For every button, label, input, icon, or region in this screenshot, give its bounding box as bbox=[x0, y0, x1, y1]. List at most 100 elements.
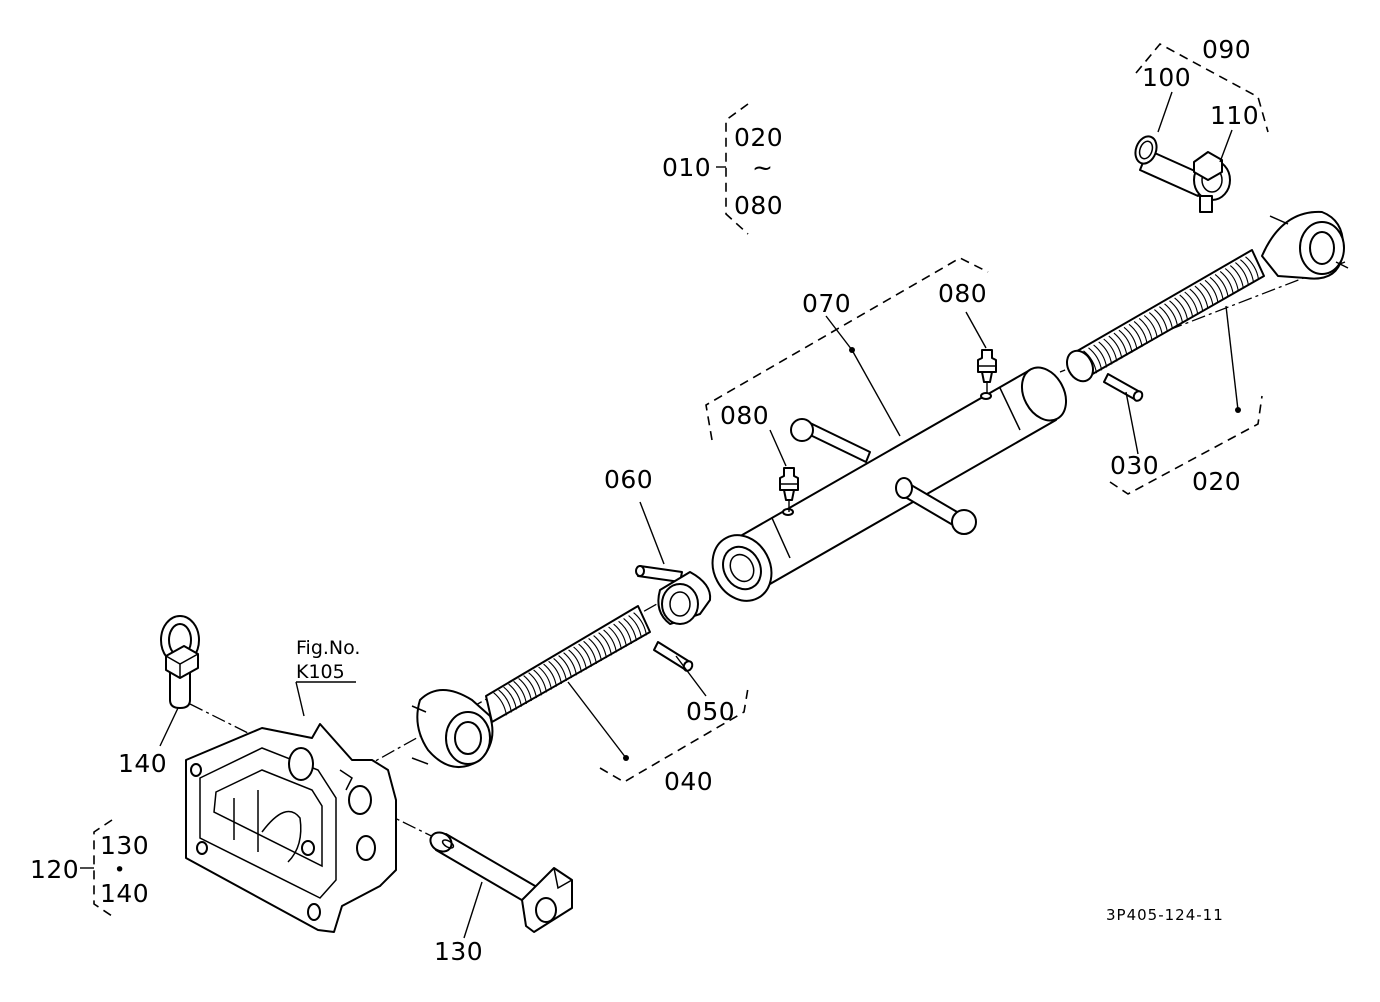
label-020: 020 bbox=[1192, 467, 1241, 496]
thread-ridge bbox=[578, 643, 592, 667]
thread-ridge bbox=[543, 663, 557, 687]
thread-ridge bbox=[618, 620, 632, 644]
label-120: 120 bbox=[30, 855, 79, 884]
thread-ridge bbox=[1113, 332, 1128, 356]
part-labels: 010 020 ~ 080 090 100 110 070 080 080 03… bbox=[30, 35, 1259, 966]
lynch-pin-140 bbox=[160, 615, 200, 709]
thread-ridge bbox=[538, 666, 552, 690]
thread-ridge bbox=[628, 615, 642, 639]
thread-ridge bbox=[498, 689, 512, 713]
thread-ridge bbox=[1214, 273, 1229, 297]
label-130: 130 bbox=[434, 937, 483, 966]
thread-ridge bbox=[608, 626, 622, 650]
thread-ridge bbox=[1245, 256, 1260, 280]
thread-ridge bbox=[1133, 320, 1148, 344]
thread-ridge bbox=[1194, 285, 1209, 309]
thread-ridge bbox=[1189, 288, 1204, 312]
thread-ridge bbox=[548, 660, 562, 684]
thread-ridge bbox=[1083, 350, 1098, 374]
clip-110 bbox=[1193, 151, 1231, 213]
thread-ridge bbox=[553, 657, 567, 682]
thread-ridge bbox=[1240, 259, 1255, 283]
thread-ridge bbox=[623, 617, 637, 642]
label-fig-no: Fig.No. bbox=[296, 637, 360, 659]
thread-ridge bbox=[1088, 347, 1103, 371]
label-050: 050 bbox=[686, 697, 735, 726]
label-fig-ref: K105 bbox=[296, 661, 345, 683]
label-080-range-end: 080 bbox=[734, 191, 783, 220]
label-140-range-end: 140 bbox=[100, 879, 149, 908]
thread-ridge bbox=[568, 649, 582, 673]
label-070: 070 bbox=[802, 289, 851, 318]
thread-ridge bbox=[1164, 303, 1179, 327]
thread-ridge bbox=[633, 612, 647, 636]
thread-ridge bbox=[1103, 338, 1118, 362]
thread-ridge bbox=[1098, 341, 1113, 365]
pin-060 bbox=[635, 565, 683, 583]
thread-ridge bbox=[1179, 294, 1194, 318]
pin-030 bbox=[1103, 373, 1144, 402]
thread-ridge bbox=[1209, 276, 1224, 300]
thread-ridge bbox=[1093, 344, 1108, 368]
thread-ridge bbox=[1224, 268, 1239, 292]
thread-ridge bbox=[1118, 329, 1133, 353]
thread-ridge bbox=[1219, 270, 1234, 294]
thread-ridge bbox=[593, 635, 607, 659]
label-080-right: 080 bbox=[938, 279, 987, 308]
thread-ridge bbox=[1174, 297, 1189, 321]
leader-lines bbox=[80, 91, 1241, 939]
label-080-left: 080 bbox=[720, 401, 769, 430]
label-060: 060 bbox=[604, 465, 653, 494]
thread-ridge bbox=[513, 680, 527, 704]
thread-ridge bbox=[1148, 312, 1163, 336]
thread-ridge bbox=[573, 646, 587, 670]
thread-ridge bbox=[523, 675, 537, 699]
label-040: 040 bbox=[664, 767, 713, 796]
thread-ridge bbox=[1138, 317, 1153, 341]
thread-ridge bbox=[603, 629, 617, 653]
drawing-code: 3P405-124-11 bbox=[1106, 906, 1224, 924]
rod-end-040 bbox=[411, 605, 651, 768]
thread-ridge bbox=[1123, 326, 1138, 350]
thread-ridge bbox=[1143, 315, 1158, 339]
grease-nipple-080-right bbox=[977, 349, 997, 394]
thread-ridge bbox=[558, 655, 572, 679]
thread-ridge bbox=[1169, 300, 1184, 324]
thread-ridge bbox=[493, 692, 507, 716]
label-130-range-start: 130 bbox=[100, 831, 149, 860]
thread-ridge bbox=[1235, 262, 1249, 286]
thread-ridge bbox=[1128, 323, 1143, 347]
thread-ridge bbox=[583, 640, 597, 664]
label-range-dot: • bbox=[114, 859, 125, 881]
thread-ridge bbox=[563, 652, 577, 676]
thread-ridge bbox=[1229, 265, 1244, 289]
label-100: 100 bbox=[1142, 63, 1191, 92]
mounting-bracket bbox=[185, 723, 397, 933]
label-020-range-start: 020 bbox=[734, 123, 783, 152]
thread-ridge bbox=[588, 637, 602, 662]
thread-ridge bbox=[503, 686, 517, 710]
thread-ridge bbox=[1154, 309, 1168, 333]
thread-ridge bbox=[1204, 279, 1219, 303]
thread-ridge bbox=[1159, 306, 1174, 330]
label-030: 030 bbox=[1110, 451, 1159, 480]
pin-130 bbox=[429, 831, 573, 933]
thread-ridge bbox=[1108, 335, 1123, 359]
pin-050 bbox=[653, 641, 694, 672]
thread-ridge bbox=[508, 683, 522, 707]
nut-060 bbox=[657, 571, 712, 625]
grease-nipple-080-left bbox=[779, 467, 799, 512]
thread-ridge bbox=[533, 669, 547, 693]
thread-ridge bbox=[613, 623, 627, 647]
label-090: 090 bbox=[1202, 35, 1251, 64]
pin-100 bbox=[1134, 135, 1207, 197]
label-range-tilde: ~ bbox=[752, 153, 773, 182]
group-brackets bbox=[93, 42, 1269, 917]
thread-ridge bbox=[1199, 282, 1214, 306]
label-010: 010 bbox=[662, 153, 711, 182]
thread-ridge bbox=[1184, 291, 1199, 315]
thread-ridge bbox=[518, 677, 532, 702]
label-110: 110 bbox=[1210, 101, 1259, 130]
thread-ridge bbox=[598, 632, 612, 656]
